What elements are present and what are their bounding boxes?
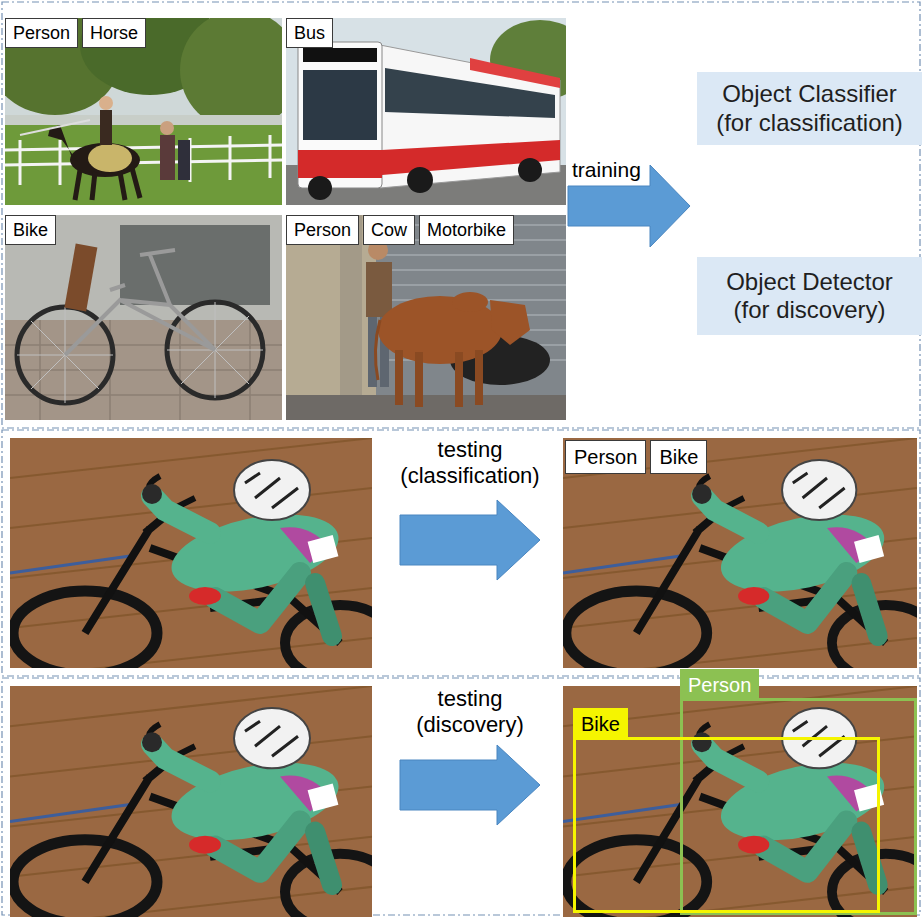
bus-photo <box>298 150 382 178</box>
horse-photo <box>120 172 125 200</box>
horse-photo <box>48 125 78 162</box>
arrow-caption: testing (discovery) <box>395 686 545 739</box>
label-tag: Bike <box>5 215 56 245</box>
horse-photo <box>180 18 282 130</box>
horse-photo <box>20 120 90 135</box>
bus-photo <box>470 58 560 88</box>
node-text: Cow <box>371 220 407 240</box>
cow-photo <box>490 300 530 345</box>
node-text: Bike <box>659 446 698 468</box>
cow-photo <box>286 395 566 420</box>
bus-photo <box>407 167 433 193</box>
block-arrow <box>400 745 540 825</box>
cyclist-photo <box>10 438 922 917</box>
bike-photo <box>120 225 270 305</box>
horse-photo <box>19 140 22 185</box>
label-tag: Person <box>286 215 359 245</box>
label-tag: Horse <box>82 18 146 48</box>
bus-photo <box>303 48 377 62</box>
cow-photo <box>286 215 566 420</box>
horse-photo <box>132 168 140 198</box>
bike-photo <box>5 215 282 420</box>
cyclist-photo <box>563 438 922 681</box>
node-text: Person <box>688 674 751 696</box>
model-box: Object Detector (for discovery) <box>697 257 922 335</box>
horse-photo <box>75 168 140 200</box>
cow-photo <box>415 352 423 407</box>
arrow-caption: training <box>572 157 652 182</box>
horse-photo <box>5 125 282 205</box>
label-tag: Bus <box>286 18 333 48</box>
node-text: Person <box>294 220 351 240</box>
bike-photo <box>64 244 97 312</box>
node-text: Person <box>13 23 70 43</box>
node-text: Bike <box>581 713 620 735</box>
cow-photo <box>286 215 376 420</box>
node-text: Bus <box>294 23 325 43</box>
horse-photo <box>5 135 282 185</box>
label-tag: Motorbike <box>419 215 514 245</box>
horse-photo <box>160 121 174 135</box>
cow-photo <box>366 262 392 317</box>
bus-photo <box>298 42 382 188</box>
horse-photo <box>5 160 282 165</box>
horse-photo <box>88 144 132 172</box>
horse-photo <box>5 18 282 205</box>
bus-photo <box>380 45 560 188</box>
node-text: Motorbike <box>427 220 506 240</box>
cow-photo <box>375 320 380 380</box>
cyclist-photo <box>10 686 395 917</box>
label-tag: Cow <box>363 215 415 245</box>
horse-photo <box>92 172 95 200</box>
bus-photo <box>518 158 542 182</box>
block-arrow <box>400 500 540 580</box>
cow-photo <box>455 352 463 407</box>
cow-photo <box>395 350 403 405</box>
model-box: Object Classifier (for classification) <box>697 72 922 145</box>
bike-photo <box>5 320 282 420</box>
label-tag: Person <box>565 440 646 474</box>
cow-photo <box>452 292 488 312</box>
horse-photo <box>59 140 62 185</box>
bounding-box: Bike <box>573 737 880 913</box>
horse-photo <box>178 140 190 180</box>
bike-photo <box>5 215 282 420</box>
bike-photo <box>17 302 263 403</box>
label-tag: Bike <box>650 440 707 474</box>
node-text: Bike <box>13 220 48 240</box>
horse-photo <box>269 135 272 178</box>
node-text: Horse <box>90 23 138 43</box>
label-tag: Person <box>5 18 78 48</box>
cow-photo <box>340 215 362 420</box>
horse-photo <box>5 145 282 150</box>
arrow-caption: testing (classification) <box>395 437 545 490</box>
cyclist-photo <box>563 686 922 917</box>
bus-photo <box>308 176 332 200</box>
horse-photo <box>99 96 113 110</box>
cow-photo <box>475 350 483 405</box>
horse-photo <box>229 136 232 180</box>
cyclist-photo <box>10 438 395 681</box>
node-text: Object Classifier (for classification) <box>712 80 907 137</box>
node-text: Person <box>574 446 637 468</box>
horse-photo <box>75 170 80 200</box>
bus-photo <box>286 18 566 205</box>
node-text: Object Detector (for discovery) <box>712 268 907 325</box>
box-label: Bike <box>573 708 628 740</box>
cow-photo <box>286 215 566 420</box>
bus-photo <box>303 70 377 140</box>
bounding-box: Person <box>680 698 917 915</box>
bike-photo <box>5 320 282 420</box>
horse-photo <box>100 110 112 145</box>
box-label: Person <box>680 669 759 701</box>
horse-photo <box>160 135 175 180</box>
